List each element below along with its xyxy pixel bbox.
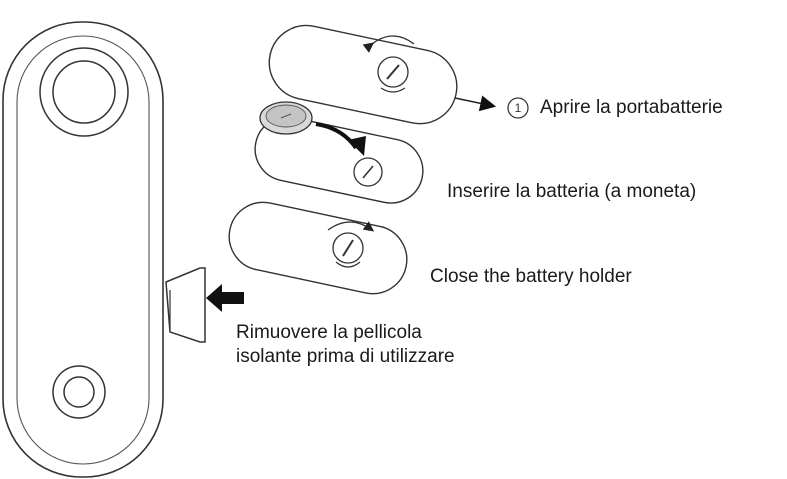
holder-screw-open xyxy=(362,35,415,93)
holder-panel-open xyxy=(268,24,458,125)
device-bottom-button xyxy=(52,365,106,419)
film-note-line2: isolante prima di utilizzare xyxy=(236,346,455,367)
insulating-film-tab xyxy=(165,267,206,343)
step-close-label: Close the battery holder xyxy=(430,266,632,287)
film-pointer-arrow xyxy=(206,284,244,312)
film-note-line1: Rimuovere la pellicola xyxy=(236,322,422,343)
device-body xyxy=(2,21,206,478)
device-top-lens xyxy=(39,47,129,137)
holder-screw-close xyxy=(327,221,375,268)
step-open-label: Aprire la portabatterie xyxy=(540,97,723,118)
open-step-arrow xyxy=(454,95,497,112)
holder-panel-insert xyxy=(254,116,424,204)
coin-battery xyxy=(259,101,313,135)
step-1-number: 1 xyxy=(514,101,522,115)
holder-panel-close xyxy=(228,201,408,295)
step-1-circle xyxy=(507,97,529,119)
step-insert-label: Inserire la batteria (a moneta) xyxy=(447,181,697,202)
battery-slot xyxy=(353,157,383,187)
